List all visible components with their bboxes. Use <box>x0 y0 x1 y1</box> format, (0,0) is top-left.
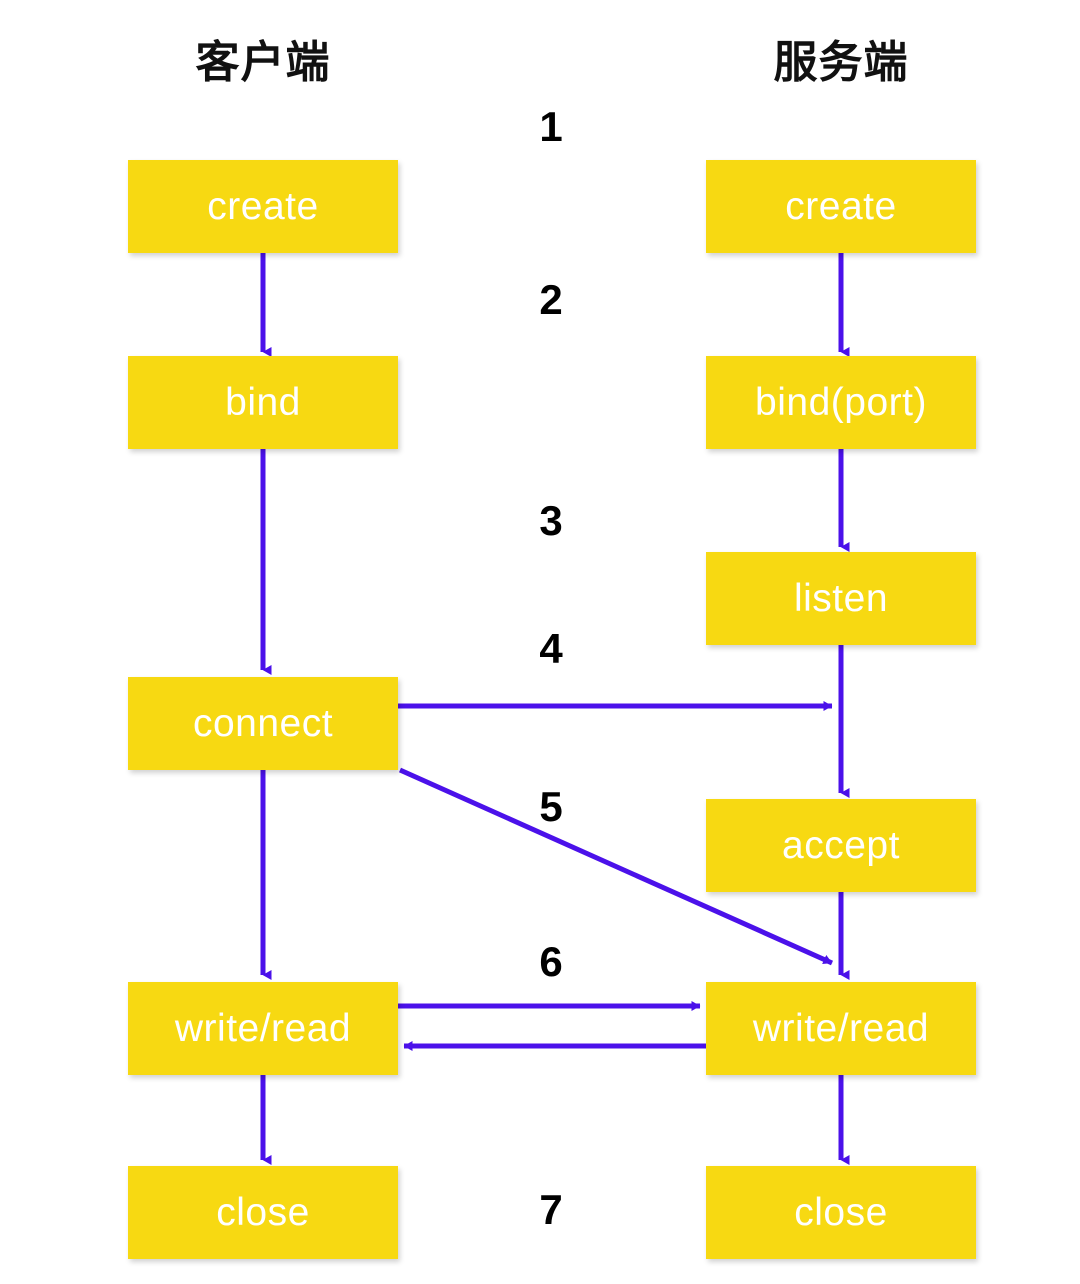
node-label: write/read <box>174 1007 352 1050</box>
node-client-connect[interactable]: connect <box>128 677 398 770</box>
step-number-2: 2 <box>539 276 563 323</box>
step-number-3: 3 <box>539 497 563 544</box>
node-label: connect <box>192 702 334 745</box>
step-number-4: 4 <box>539 625 563 672</box>
step-number-6: 6 <box>539 938 563 985</box>
node-server-close[interactable]: close <box>706 1166 976 1259</box>
node-client-create[interactable]: create <box>128 160 398 253</box>
node-client-write-read[interactable]: write/read <box>128 982 398 1075</box>
node-server-listen[interactable]: listen <box>706 552 976 645</box>
node-server-create[interactable]: create <box>706 160 976 253</box>
node-label: close <box>794 1191 888 1234</box>
node-label: accept <box>782 824 900 867</box>
node-server-write-read[interactable]: write/read <box>706 982 976 1075</box>
step-number-1: 1 <box>539 103 563 150</box>
column-title-client: 客户端 <box>195 38 331 87</box>
node-label: write/read <box>752 1007 930 1050</box>
node-label: create <box>207 185 319 228</box>
node-label: bind <box>225 381 301 424</box>
column-title-server: 服务端 <box>773 38 909 87</box>
node-client-bind[interactable]: bind <box>128 356 398 449</box>
node-client-close[interactable]: close <box>128 1166 398 1259</box>
node-server-bind[interactable]: bind(port) <box>706 356 976 449</box>
node-label: create <box>785 185 897 228</box>
node-label: bind(port) <box>755 381 927 424</box>
node-label: listen <box>793 577 889 620</box>
step-number-5: 5 <box>539 783 563 830</box>
node-server-accept[interactable]: accept <box>706 799 976 892</box>
node-label: close <box>216 1191 310 1234</box>
step-number-7: 7 <box>539 1186 563 1233</box>
